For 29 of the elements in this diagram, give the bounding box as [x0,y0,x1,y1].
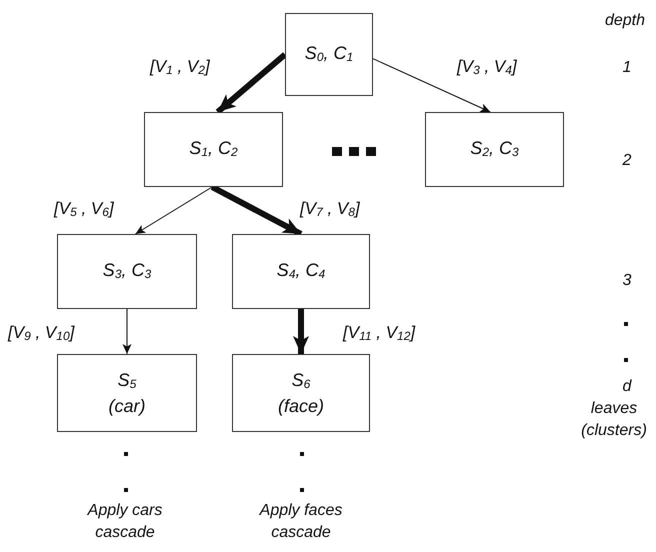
node-box [57,354,197,432]
node-label: S$_{0}$, C$_{1}$ [304,42,354,66]
depth-label: 2 [622,151,632,171]
depth-label: 1 [622,58,632,78]
node-box [232,354,370,432]
node-label: S$_{6}$ [292,369,310,393]
node-label: (car) [108,395,146,417]
axis-title: depth [604,11,646,31]
node-box [425,112,564,187]
note-text: Apply cars cascade [86,501,164,543]
arrow [134,186,213,234]
arrow [216,52,287,114]
arrow [122,308,132,354]
note-text: Apply faces cascade [258,501,344,543]
node-box [232,234,370,309]
depth-label: d [622,377,633,397]
node-box [285,13,373,96]
arrow [372,58,491,112]
node-label: (face) [278,395,324,417]
node-box [57,234,197,309]
node-label: S$_{2}$, C$_{3}$ [470,136,519,160]
depth-label: leaves (clusters) [580,399,648,441]
node-label: S$_{4}$, C$_{4}$ [276,258,326,282]
node-label: S$_{3}$, C$_{3}$ [102,258,152,282]
node-label: S$_{5}$ [118,369,136,393]
depth-label: 3 [622,271,632,291]
node-box [144,112,283,187]
node-label: S$_{1}$, C$_{2}$ [189,136,238,160]
arrow [293,309,309,354]
